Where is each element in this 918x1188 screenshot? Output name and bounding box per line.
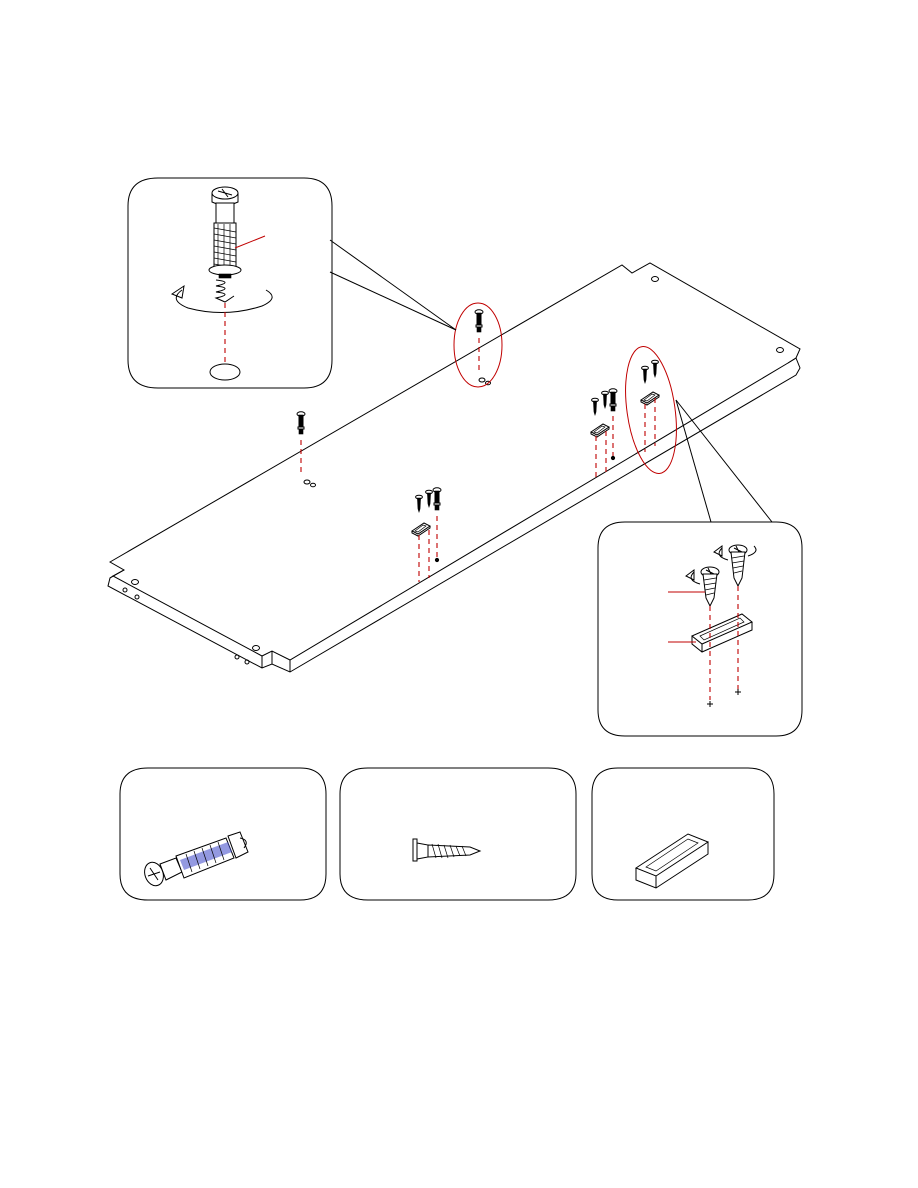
bracket-placement-right-1 — [591, 389, 617, 480]
bracket-placement-right-2 — [618, 343, 772, 522]
wood-screw-icon — [701, 567, 719, 606]
cam-bolt-icon — [209, 187, 241, 302]
thread-callout-line — [235, 236, 265, 248]
wood-screw-icon — [729, 545, 747, 586]
panel-board — [108, 263, 800, 672]
wood-screw-icon — [413, 839, 480, 861]
bracket-placement-center — [412, 488, 441, 582]
detail-bracket-panel — [598, 522, 802, 736]
bracket-icon — [636, 834, 708, 888]
bracket-icon — [692, 614, 752, 652]
zoom-callout-ring-right — [618, 343, 683, 476]
cam-bolt-icon — [141, 832, 248, 888]
cam-bolt-placement-left — [297, 412, 316, 487]
detail-cam-bolt-panel — [128, 178, 332, 388]
part-card-bracket — [592, 768, 774, 900]
pilot-hole — [210, 364, 240, 380]
part-card-wood-screw — [340, 768, 576, 900]
part-card-cam-bolt — [120, 768, 326, 900]
cam-bolt-placement-top — [330, 240, 502, 387]
